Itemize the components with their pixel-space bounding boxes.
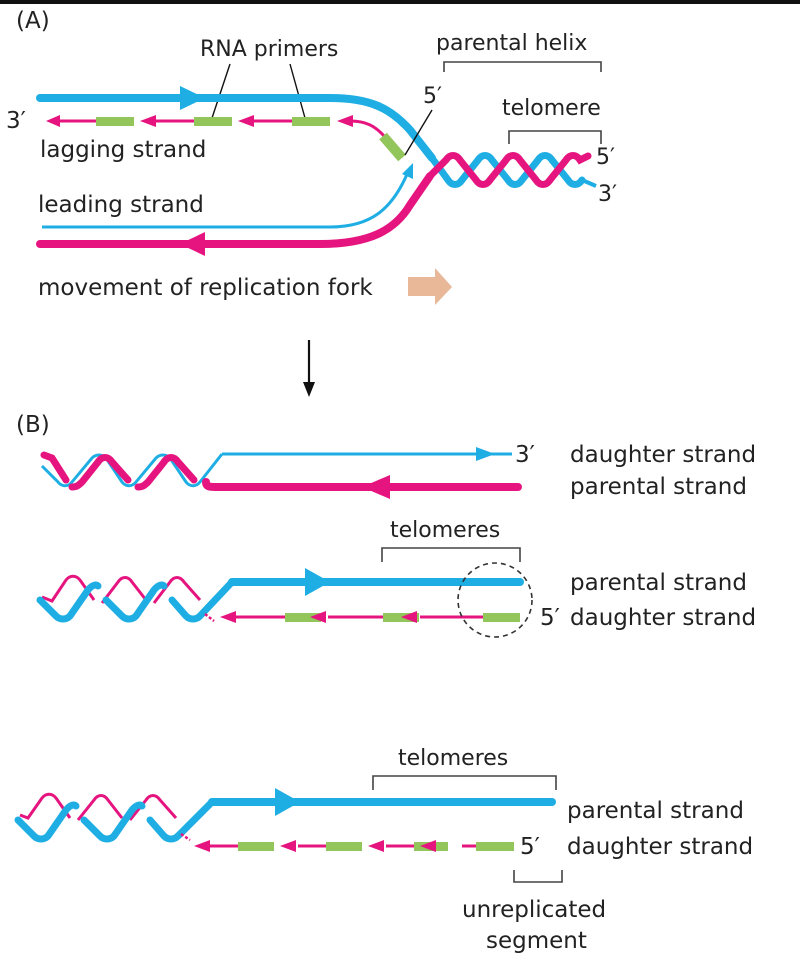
rna-primer-leader-1 [211,63,231,119]
telomere-label: telomere [502,96,601,121]
row1-parental-strand [202,478,522,491]
row3-primer-1 [238,842,274,851]
okazaki-fragment-4 [349,119,386,138]
row3-5prime-label: 5′ [520,834,540,860]
row3-okazaki-arrowhead-3 [368,840,384,852]
lagging-3prime-label: 3′ [6,108,26,134]
telomere-bracket [508,130,602,144]
row2-end-highlight-circle [457,562,533,638]
row3-daughter-label: daughter strand [567,834,753,860]
row3-okazaki-arrowhead-1 [194,840,210,852]
row2-primer-3 [483,613,520,622]
parental-helix-bracket [443,61,602,72]
row1-parental-label: parental strand [570,474,747,500]
row3-primer-4 [476,842,514,851]
rna-primers-label: RNA primers [200,37,338,62]
panel-b-label: (B) [16,412,50,438]
row2-daughter-label: daughter strand [570,605,756,631]
parental-helix-label: parental helix [436,31,587,56]
row3-primer-2 [326,842,362,851]
row1-parental-arrowhead [362,475,390,499]
okazaki-arrowhead-2 [140,115,156,127]
helix-5prime-label: 5′ [596,145,615,170]
row3-parental-label: parental strand [567,798,744,824]
row3-telomeres-bracket [372,775,557,790]
leading-strand [42,171,410,229]
helix-3prime-label: 3′ [598,182,617,207]
fork-direction-arrow-icon [408,268,452,305]
row3-okazaki-arrowhead-2 [280,840,296,852]
row3-parental-arrowhead [275,788,300,816]
row1-helix [40,451,224,491]
row3-helix [14,792,216,843]
row2-telomeres-bracket [381,547,521,562]
row2-okazaki-arrowhead-2 [310,611,326,623]
primer-5prime-label: 5′ [423,84,442,109]
leading-strand-label: leading strand [38,192,204,218]
row2-primer-2 [383,613,419,622]
row2-okazaki-arrowhead-1 [220,611,236,623]
okazaki-arrowhead-3 [238,115,254,127]
blue-strand-arrowhead [180,86,205,110]
row1-daughter-label: daughter strand [570,442,756,468]
unreplicated-label-line1: unreplicated [462,897,606,923]
parental-helix-a [426,152,597,188]
row2-helix [36,574,236,623]
row2-primer-1 [285,613,321,622]
magenta-strand-arrowhead [180,232,205,256]
row2-parental-arrowhead [305,568,330,596]
row2-okazaki-arrowhead-3 [401,611,417,623]
down-arrow-icon [303,340,315,397]
row2-telomeres-label: telomeres [390,518,500,543]
okazaki-arrowhead-4 [337,115,353,127]
rna-primer-leader-2 [289,63,306,119]
row3-okazaki-arrowhead-4 [420,840,436,852]
unreplicated-label-line2: segment [486,928,587,954]
row1-daughter-arrowhead [476,447,495,461]
fork-movement-label: movement of replication fork [38,275,373,301]
rna-primer-1 [96,117,134,126]
rna-primer-3 [292,117,330,126]
panel-a-label: (A) [16,8,50,34]
row2-parental-label: parental strand [570,570,747,596]
primer-5prime-leader [404,109,433,156]
top-border [0,0,800,4]
rna-primer-newest [379,132,406,162]
row3-telomeres-label: telomeres [398,746,508,771]
lagging-template-strand [36,94,436,162]
lagging-strand-label: lagging strand [40,137,206,163]
rna-primer-2 [194,117,232,126]
row1-3prime-label: 3′ [515,442,535,468]
unreplicated-bracket [513,870,563,883]
okazaki-arrowhead-1 [46,115,60,127]
leading-strand-arrowhead [402,163,413,179]
leading-template-strand [36,172,434,248]
row2-5prime-label: 5′ [540,605,560,631]
